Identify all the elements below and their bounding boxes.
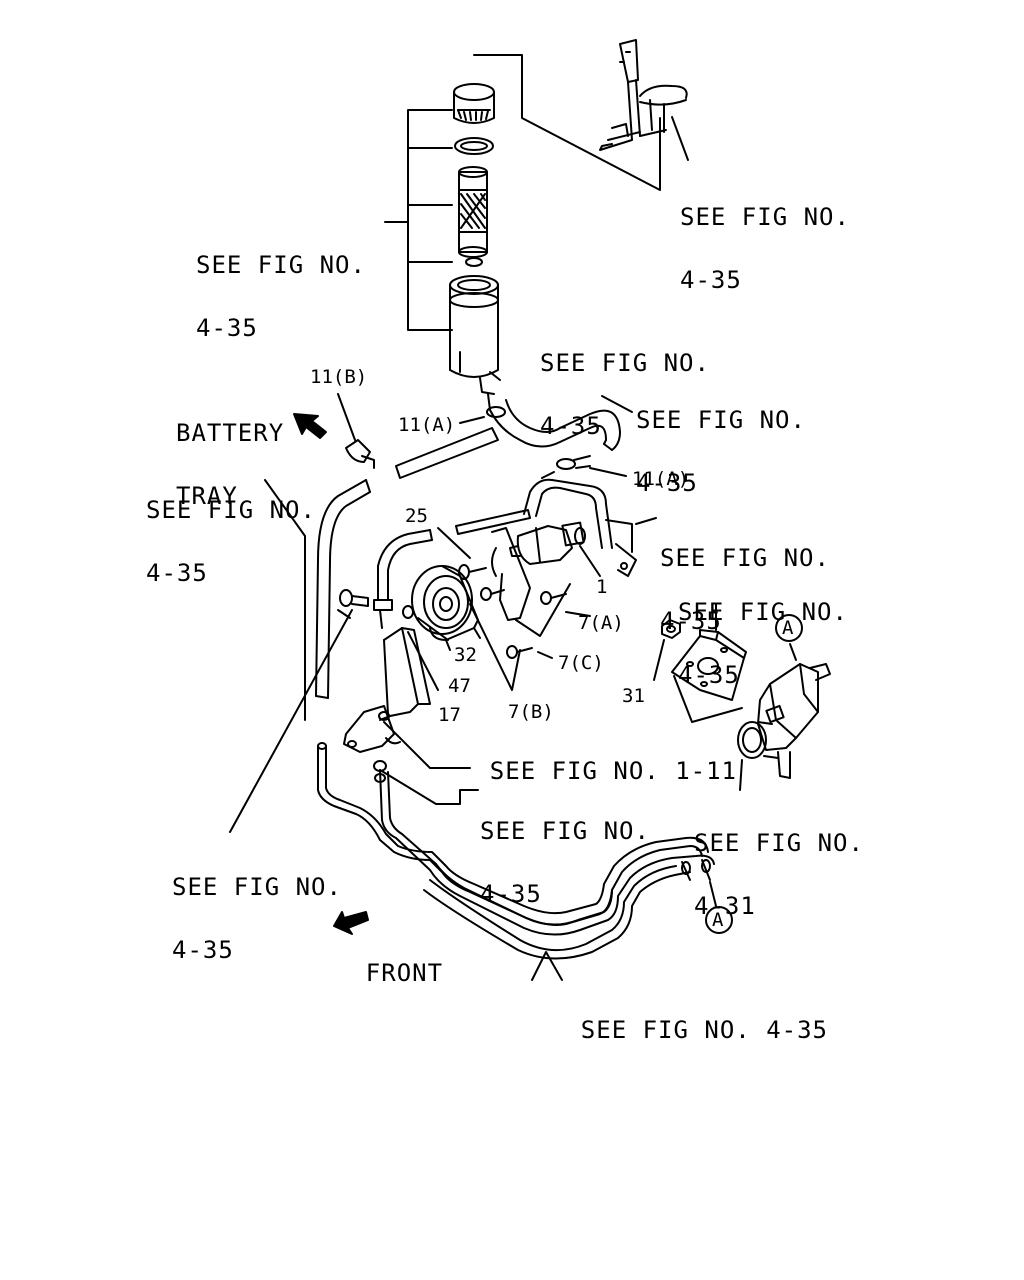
o-ring — [454, 137, 494, 155]
ref-label-line: SEE FIG NO. — [636, 406, 806, 434]
callout-31: 31 — [622, 685, 645, 707]
ref-label-line: 4-35 — [172, 936, 234, 964]
ref-label-return-hose: SEE FIG NO. 4-35 — [636, 368, 806, 536]
callout-1: 1 — [596, 576, 608, 598]
nut-32 — [402, 605, 449, 641]
ref-label-line: SEE FIG NO. — [196, 251, 366, 279]
ref-label-line: SEE FIG NO. 4-35 — [580, 1016, 828, 1044]
ref-label-line: SEE FIG NO. — [480, 817, 650, 845]
callout-7b: 7(B) — [508, 701, 554, 723]
ref-label-filter: SEE FIG NO. 4-35 — [196, 213, 366, 381]
pump-pulley — [411, 565, 481, 651]
ref-label-line: 4-35 — [660, 607, 722, 635]
callout-32: 32 — [454, 644, 477, 666]
leader-bottom-left — [229, 609, 353, 833]
straight-hose-upper — [395, 427, 499, 479]
gear-bracket — [653, 603, 747, 723]
ref-a-top-letter: A — [782, 617, 794, 639]
ref-label-gear-bracket: SEE FIG NO. 4-35 — [678, 560, 848, 728]
reservoir-cap — [453, 83, 495, 124]
battery-tray-line: TRAY — [176, 482, 238, 510]
ref-label-line: SEE FIG NO. — [146, 496, 316, 524]
front-label: FRONT — [304, 942, 443, 1005]
supply-hose — [373, 529, 433, 629]
ref-label-line: SEE FIG NO. — [678, 598, 848, 626]
callout-7c: 7(C) — [558, 652, 604, 674]
ref-label-line: SEE FIG NO. — [680, 203, 850, 231]
bolt-25 — [437, 527, 487, 580]
callout-11a-right: 11(A) — [632, 468, 690, 490]
filter-stack-bracket — [384, 109, 453, 331]
ref-label-left-hose: SEE FIG NO. 4-35 — [146, 458, 316, 626]
leader-bracket-refs — [379, 721, 479, 805]
ref-label-line: SEE FIG NO. — [660, 544, 830, 572]
nut-31 — [661, 619, 681, 639]
ref-label-pressure-hose: SEE FIG NO. 4-35 — [660, 506, 830, 674]
ref-label-line: SEE FIG NO. 1-11 — [489, 757, 737, 785]
callout-47: 47 — [448, 675, 471, 697]
ref-label-line: SEE FIG NO. — [172, 873, 342, 901]
small-washer — [465, 257, 483, 267]
ref-label-line: 4-35 — [480, 880, 542, 908]
bracket-17 — [343, 627, 439, 753]
battery-tray-arrow — [293, 413, 327, 439]
ref-circle-a-bottom — [705, 906, 733, 934]
pressure-hose — [455, 471, 657, 577]
ref-label-line: 4-35 — [680, 266, 742, 294]
battery-tray-line: BATTERY — [176, 419, 285, 447]
ref-label-line: 4-35 — [540, 412, 602, 440]
ref-circle-a-top — [775, 614, 803, 642]
bolt-7b — [469, 587, 521, 691]
callout-25: 25 — [405, 505, 428, 527]
ref-label-line: 4-31 — [694, 892, 756, 920]
ref-label-bottom: SEE FIG NO. 4-35 — [519, 999, 828, 1062]
hose-fitting-left — [337, 589, 369, 619]
ref-label-line: SEE FIG NO. — [540, 349, 710, 377]
left-vertical-hose — [264, 479, 371, 721]
ref-label-line: SEE FIG NO. — [694, 829, 864, 857]
battery-tray-label: BATTERY TRAY — [176, 381, 284, 549]
ref-label-bottom-left: SEE FIG NO. 4-35 — [172, 835, 342, 1003]
bolt-7c — [506, 583, 571, 659]
ref-label-reservoir: SEE FIG NO. 4-35 — [540, 311, 710, 479]
power-steering-pump — [491, 521, 601, 621]
callout-17: 17 — [438, 704, 461, 726]
ref-label-line: 4-35 — [146, 559, 208, 587]
reservoir-bracket — [599, 39, 688, 151]
steel-pipes — [317, 742, 717, 981]
clamp-11a-lower — [556, 455, 627, 477]
ref-a-bottom-letter: A — [712, 909, 724, 931]
front-arrow — [333, 911, 369, 935]
ref-label-line: 4-35 — [196, 314, 258, 342]
ref-label-lower: SEE FIG NO. 4-35 — [480, 779, 650, 947]
callout-11a-left: 11(A) — [398, 414, 456, 436]
leader-lines-top — [473, 54, 689, 191]
ref-label-line: 4-35 — [636, 469, 698, 497]
reservoir-body — [449, 275, 501, 395]
ref-label-top-right: SEE FIG NO. 4-35 — [680, 165, 850, 333]
ref-label-1-11: SEE FIG NO. 1-11 — [428, 740, 737, 803]
clamp-11a-upper — [459, 406, 506, 424]
callout-7a: 7(A) — [578, 612, 624, 634]
steering-gear — [737, 643, 831, 791]
filter-element — [458, 166, 488, 258]
ref-label-4-31: SEE FIG NO. 4-31 — [694, 791, 864, 959]
callout-11b: 11(B) — [310, 366, 368, 388]
front-text: FRONT — [365, 959, 444, 987]
ref-label-line: 4-35 — [678, 661, 740, 689]
clamp-11b — [337, 393, 375, 469]
return-hose — [487, 393, 633, 451]
